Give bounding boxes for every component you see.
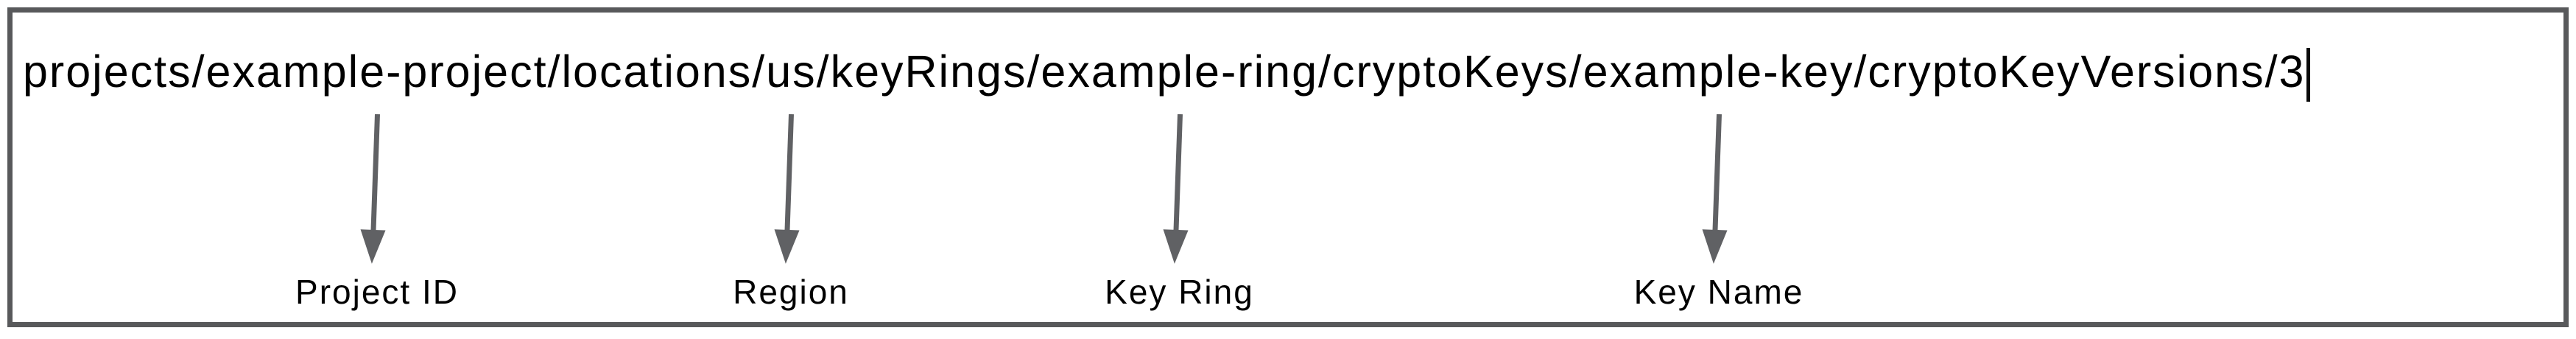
path-segment-region: us: [766, 46, 817, 97]
path-segment-project-id: example-project: [205, 46, 548, 97]
path-segment: /locations/: [547, 46, 767, 97]
key-version-path-field[interactable]: projects/example-project/locations/us/ke…: [7, 7, 2569, 327]
key-ring-arrowhead-icon: [1161, 229, 1189, 265]
path-segment-key-ring: example-ring: [1041, 46, 1319, 97]
key-ring-label: Key Ring: [1105, 273, 1254, 311]
path-segment-key-name: example-key: [1583, 46, 1854, 97]
path-segment: /cryptoKeyVersions/: [1854, 46, 2279, 97]
key-name-label: Key Name: [1633, 273, 1804, 311]
resource-path-text: projects/example-project/locations/us/ke…: [23, 46, 2311, 102]
key-name-arrow: [1700, 113, 1731, 265]
region-label: Region: [733, 273, 849, 311]
region-arrow-shaft: [784, 113, 794, 231]
project-id-label: Project ID: [295, 273, 459, 311]
project-id-arrow: [359, 113, 390, 265]
key-ring-arrow-shaft: [1172, 113, 1182, 231]
path-segment: 3: [2278, 46, 2306, 97]
region-arrow: [773, 113, 803, 265]
region-arrowhead-icon: [773, 229, 800, 265]
path-segment: /cryptoKeys/: [1318, 46, 1583, 97]
key-name-arrow-shaft: [1711, 113, 1722, 231]
key-name-arrowhead-icon: [1700, 229, 1728, 265]
annotation-layer: Project ID Region Key Ring Key Name: [13, 13, 2563, 322]
project-id-arrowhead-icon: [359, 229, 386, 265]
path-segment: projects/: [23, 46, 206, 97]
path-segment: /keyRings/: [816, 46, 1041, 97]
key-ring-arrow: [1161, 113, 1192, 265]
text-cursor: [2306, 48, 2311, 102]
project-id-arrow-shaft: [370, 113, 380, 231]
